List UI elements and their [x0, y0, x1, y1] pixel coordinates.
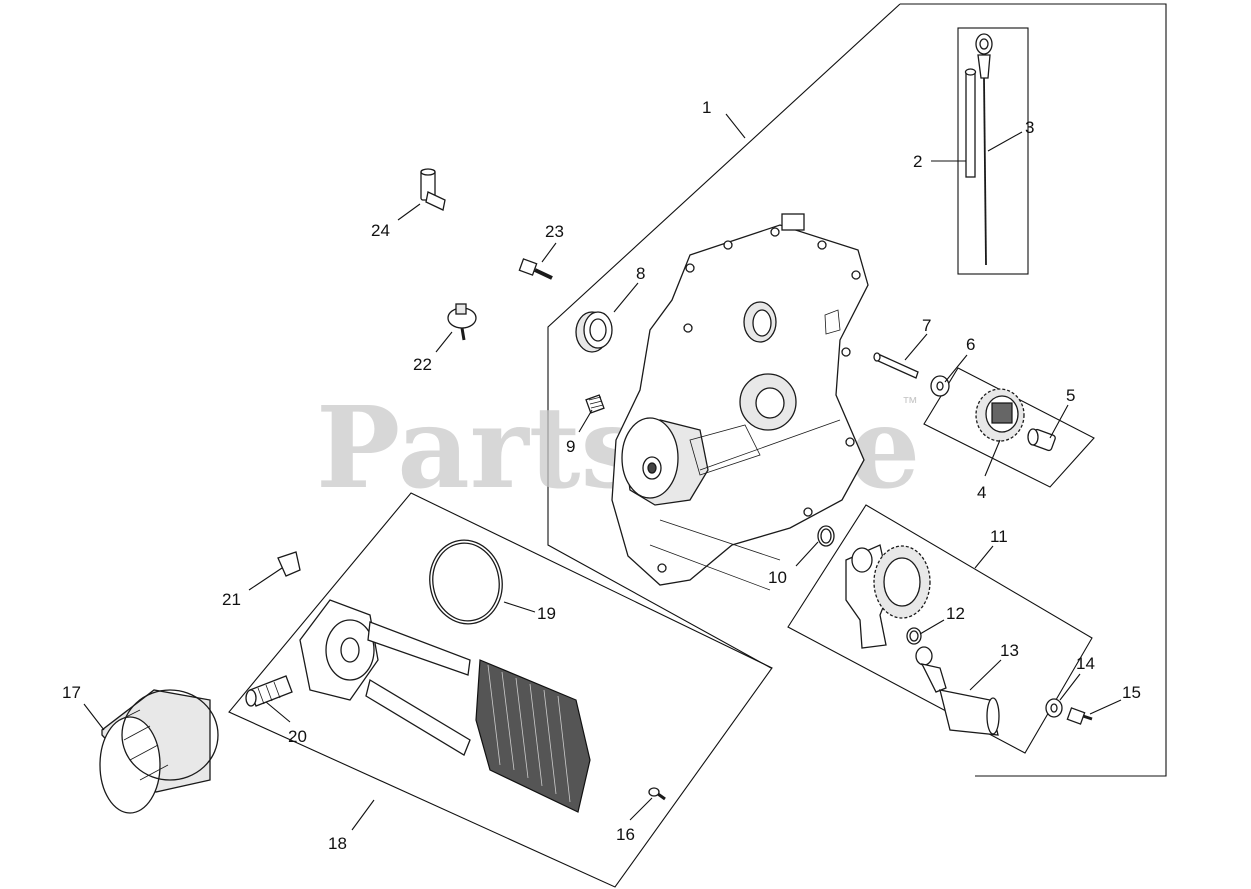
leader-19: [503, 601, 536, 613]
o-ring-small-part: [817, 525, 835, 547]
oil-filter-part: [99, 689, 219, 814]
leader-7: [904, 333, 928, 361]
oil-pump-part: [845, 544, 931, 649]
callout-9[interactable]: 9: [566, 437, 575, 456]
leader-11: [974, 545, 994, 569]
callout-12[interactable]: 12: [946, 604, 965, 623]
leader-14: [1059, 673, 1081, 701]
leader-23: [541, 242, 557, 263]
leader-16: [629, 797, 653, 821]
leader-6: [944, 354, 968, 383]
governor-gear-part: [975, 388, 1025, 442]
dipstick-part: [975, 33, 993, 266]
leader-9: [578, 409, 593, 433]
leader-21: [248, 567, 283, 591]
leader-22: [435, 331, 453, 353]
gasket-ring-part: [429, 539, 503, 625]
leader-13: [969, 659, 1002, 691]
leader-lines: [83, 113, 1122, 831]
callout-labels: 1 2 3 4 5 6 7 8 9 10 11 12 13 14 15 16 1…: [62, 98, 1141, 853]
governor-shaft-part: [1027, 428, 1056, 452]
governor-washer-part: [930, 375, 950, 397]
dipstick-tube-part: [964, 68, 977, 178]
frame-crankcase-cover: [900, 3, 1167, 777]
frame-dipstick: [957, 27, 1029, 275]
leader-10: [795, 541, 819, 567]
callout-11[interactable]: 11: [990, 527, 1008, 546]
callout-2[interactable]: 2: [913, 152, 922, 171]
washer-part: [1045, 698, 1063, 718]
leader-1: [725, 113, 746, 139]
callout-24[interactable]: 24: [371, 221, 390, 240]
callout-22[interactable]: 22: [413, 355, 432, 374]
crankcase-cover-part: [611, 213, 869, 591]
leader-4: [984, 439, 1001, 477]
callout-10[interactable]: 10: [768, 568, 787, 587]
callout-18[interactable]: 18: [328, 834, 347, 853]
frame-crankcase-cover-left: [547, 3, 901, 669]
oil-seal-part: [575, 311, 613, 353]
leader-20: [265, 701, 291, 723]
oil-cooler-part: [299, 599, 591, 813]
clip-part: [277, 551, 301, 577]
callout-15[interactable]: 15: [1122, 683, 1141, 702]
callout-4[interactable]: 4: [977, 483, 986, 502]
frame-oil-cooler: [228, 492, 773, 888]
elbow-fitting-part: [420, 168, 446, 211]
callout-3[interactable]: 3: [1025, 118, 1034, 137]
callout-1[interactable]: 1: [702, 98, 711, 117]
screw-part: [648, 787, 666, 801]
bolt-part: [518, 258, 553, 280]
frame-oil-pump: [787, 504, 1093, 754]
leader-3: [987, 131, 1023, 152]
callout-14[interactable]: 14: [1076, 654, 1095, 673]
oil-cooler-fitting-part: [245, 675, 293, 707]
callout-17[interactable]: 17: [62, 683, 81, 702]
leader-15: [1089, 699, 1122, 715]
callout-16[interactable]: 16: [616, 825, 635, 844]
callout-13[interactable]: 13: [1000, 641, 1019, 660]
leader-8: [613, 282, 639, 313]
breather-valve-part: [447, 303, 477, 341]
callout-6[interactable]: 6: [966, 335, 975, 354]
leader-24: [397, 203, 421, 221]
leader-18: [351, 799, 375, 831]
callout-19[interactable]: 19: [537, 604, 556, 623]
callout-20[interactable]: 20: [288, 727, 307, 746]
pipe-plug-part: [585, 394, 605, 414]
callout-7[interactable]: 7: [922, 316, 931, 335]
watermark-trademark: ™: [902, 395, 918, 412]
oil-pressure-switch-part: [915, 646, 1000, 736]
o-ring-pump-part: [906, 627, 922, 645]
callout-21[interactable]: 21: [222, 590, 241, 609]
frame-governor-gear: [923, 367, 1095, 488]
callout-8[interactable]: 8: [636, 264, 645, 283]
bolt-small-part: [1066, 707, 1093, 725]
leader-17: [83, 703, 105, 731]
callout-5[interactable]: 5: [1066, 386, 1075, 405]
dowel-pin-part: [873, 352, 919, 379]
callout-23[interactable]: 23: [545, 222, 564, 241]
leader-5: [1049, 404, 1069, 439]
leader-12: [919, 619, 945, 635]
